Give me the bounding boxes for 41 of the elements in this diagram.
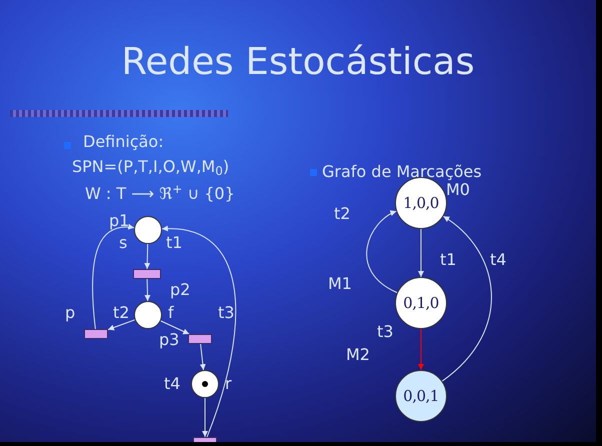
transition-bar: [133, 269, 161, 279]
arrow: [108, 319, 136, 330]
arrow: [144, 278, 150, 302]
text-label: SPN=(P,T,I,O,W,M$_{0}$): [72, 158, 230, 176]
text-label: p: [65, 304, 76, 322]
text-label: Grafo de Marcações: [322, 163, 482, 181]
state-label: 0,0,1: [403, 386, 439, 407]
text-label: t1: [166, 234, 182, 252]
text-label: t4: [164, 375, 180, 393]
text-label: t4: [490, 251, 506, 269]
text-label: t2: [334, 205, 350, 223]
text-label: f: [168, 304, 174, 322]
arrow: [161, 226, 236, 438]
arrow: [200, 344, 206, 371]
text-label: t3: [377, 323, 394, 341]
arrow: [442, 216, 492, 382]
text-label: t1: [440, 251, 456, 269]
title: Redes Estocásticas: [120, 40, 476, 84]
text-label: Definição:: [83, 133, 164, 151]
text-label: W : T ⟶ ℜ$^{+}$ ∪ {0}: [85, 185, 235, 203]
text-label: M2: [346, 346, 370, 364]
text-label: t2: [113, 304, 130, 322]
text-label: p1: [109, 212, 130, 230]
arrow: [92, 224, 135, 330]
text-label: s: [119, 234, 128, 252]
text-label: r: [225, 375, 232, 393]
state-label: 0,1,0: [403, 292, 439, 314]
text-label: t3: [218, 304, 234, 322]
text-label: p2: [170, 281, 190, 299]
state-label: 1,0,0: [403, 192, 439, 214]
arrow: [366, 210, 398, 294]
text-label: M1: [328, 275, 352, 293]
transition-bar: [84, 329, 108, 339]
text-label: M0: [446, 181, 470, 199]
arrow: [160, 320, 190, 334]
arrow: [144, 244, 150, 270]
text-label: p3: [159, 331, 180, 349]
arrow: [202, 398, 208, 438]
arrow: [418, 228, 424, 278]
arrow: [418, 328, 424, 370]
transition-bar: [188, 334, 212, 344]
